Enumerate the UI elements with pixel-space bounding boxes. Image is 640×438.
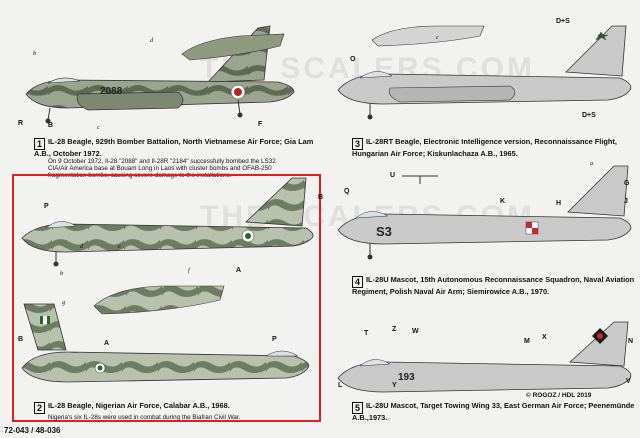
label-b: b <box>60 270 64 277</box>
label-W: W <box>412 328 419 335</box>
caption-2-note: Nigeria's six IL-28s were used in combat… <box>48 414 241 421</box>
caption-5-title: IL-28U Mascot, Target Towing Wing 33, Ea… <box>352 401 635 422</box>
il28u-poland-profile: S3 <box>337 165 632 260</box>
label-A: A <box>104 340 110 347</box>
label-F: F <box>258 121 263 128</box>
label-U: U <box>390 172 396 179</box>
label-A: A <box>236 267 242 274</box>
caption-2-title: IL-28 Beagle, Nigerian Air Force, Calaba… <box>48 401 230 410</box>
label-D+S-lower: D+S <box>582 112 596 119</box>
label-d: d <box>80 243 84 250</box>
label-c: c <box>436 34 439 41</box>
caption-1-title: IL-28 Beagle, 929th Bomber Battalion, No… <box>34 137 314 158</box>
label-M: M <box>524 338 530 345</box>
panel-number-2: 2 <box>34 402 45 414</box>
il28-nigeria-profile-lower <box>21 303 310 383</box>
footer-code: 72-043 / 48-036 <box>4 426 61 435</box>
label-G: G <box>624 180 630 187</box>
label-O: O <box>350 56 356 63</box>
label-T: T <box>364 330 369 337</box>
label-X: X <box>542 334 547 341</box>
wing-topview-p2 <box>93 285 225 315</box>
label-B: B <box>318 194 324 201</box>
label-f: f <box>188 267 190 274</box>
label-g: g <box>62 299 66 306</box>
label-D+S: D+S <box>556 18 570 25</box>
label-N: N <box>628 338 634 345</box>
caption-4-title: IL-28U Mascot, 15th Autonomous Reconnais… <box>352 275 635 296</box>
label-B: B <box>18 336 24 343</box>
il28-nigeria-profile-upper <box>21 177 314 267</box>
label-P: P <box>44 203 49 210</box>
caption-3-title: IL-28RT Beagle, Electronic Intelligence … <box>352 137 617 158</box>
il28rt-hungary-profile <box>337 25 632 120</box>
wing-topview-p3 <box>371 25 485 47</box>
wing-topview-p1 <box>181 33 285 61</box>
label-b: b <box>33 50 37 57</box>
serial-193: 193 <box>398 372 415 383</box>
label-J: J <box>624 198 628 205</box>
label-V: V <box>626 378 631 385</box>
il28u-eastgermany-profile: 193 <box>337 321 632 393</box>
label-P: P <box>272 336 277 343</box>
label-Q: Q <box>344 188 350 195</box>
label-d: d <box>150 37 154 44</box>
aerial-detail <box>402 175 438 184</box>
serial-2088: 2088 <box>100 86 123 97</box>
serial-S3: S3 <box>376 224 392 239</box>
highlight-box <box>12 174 321 422</box>
label-c: c <box>97 124 100 131</box>
copyright: © ROGOZ / HDL 2019 <box>526 392 592 399</box>
label-B: B <box>48 122 54 129</box>
label-L: L <box>338 382 343 389</box>
label-a: a <box>590 160 594 167</box>
label-K: K <box>500 198 506 205</box>
label-H: H <box>556 200 562 207</box>
label-R: R <box>18 120 24 127</box>
label-Z: Z <box>392 326 397 333</box>
label-e: e <box>118 243 121 250</box>
label-Y: Y <box>392 382 397 389</box>
